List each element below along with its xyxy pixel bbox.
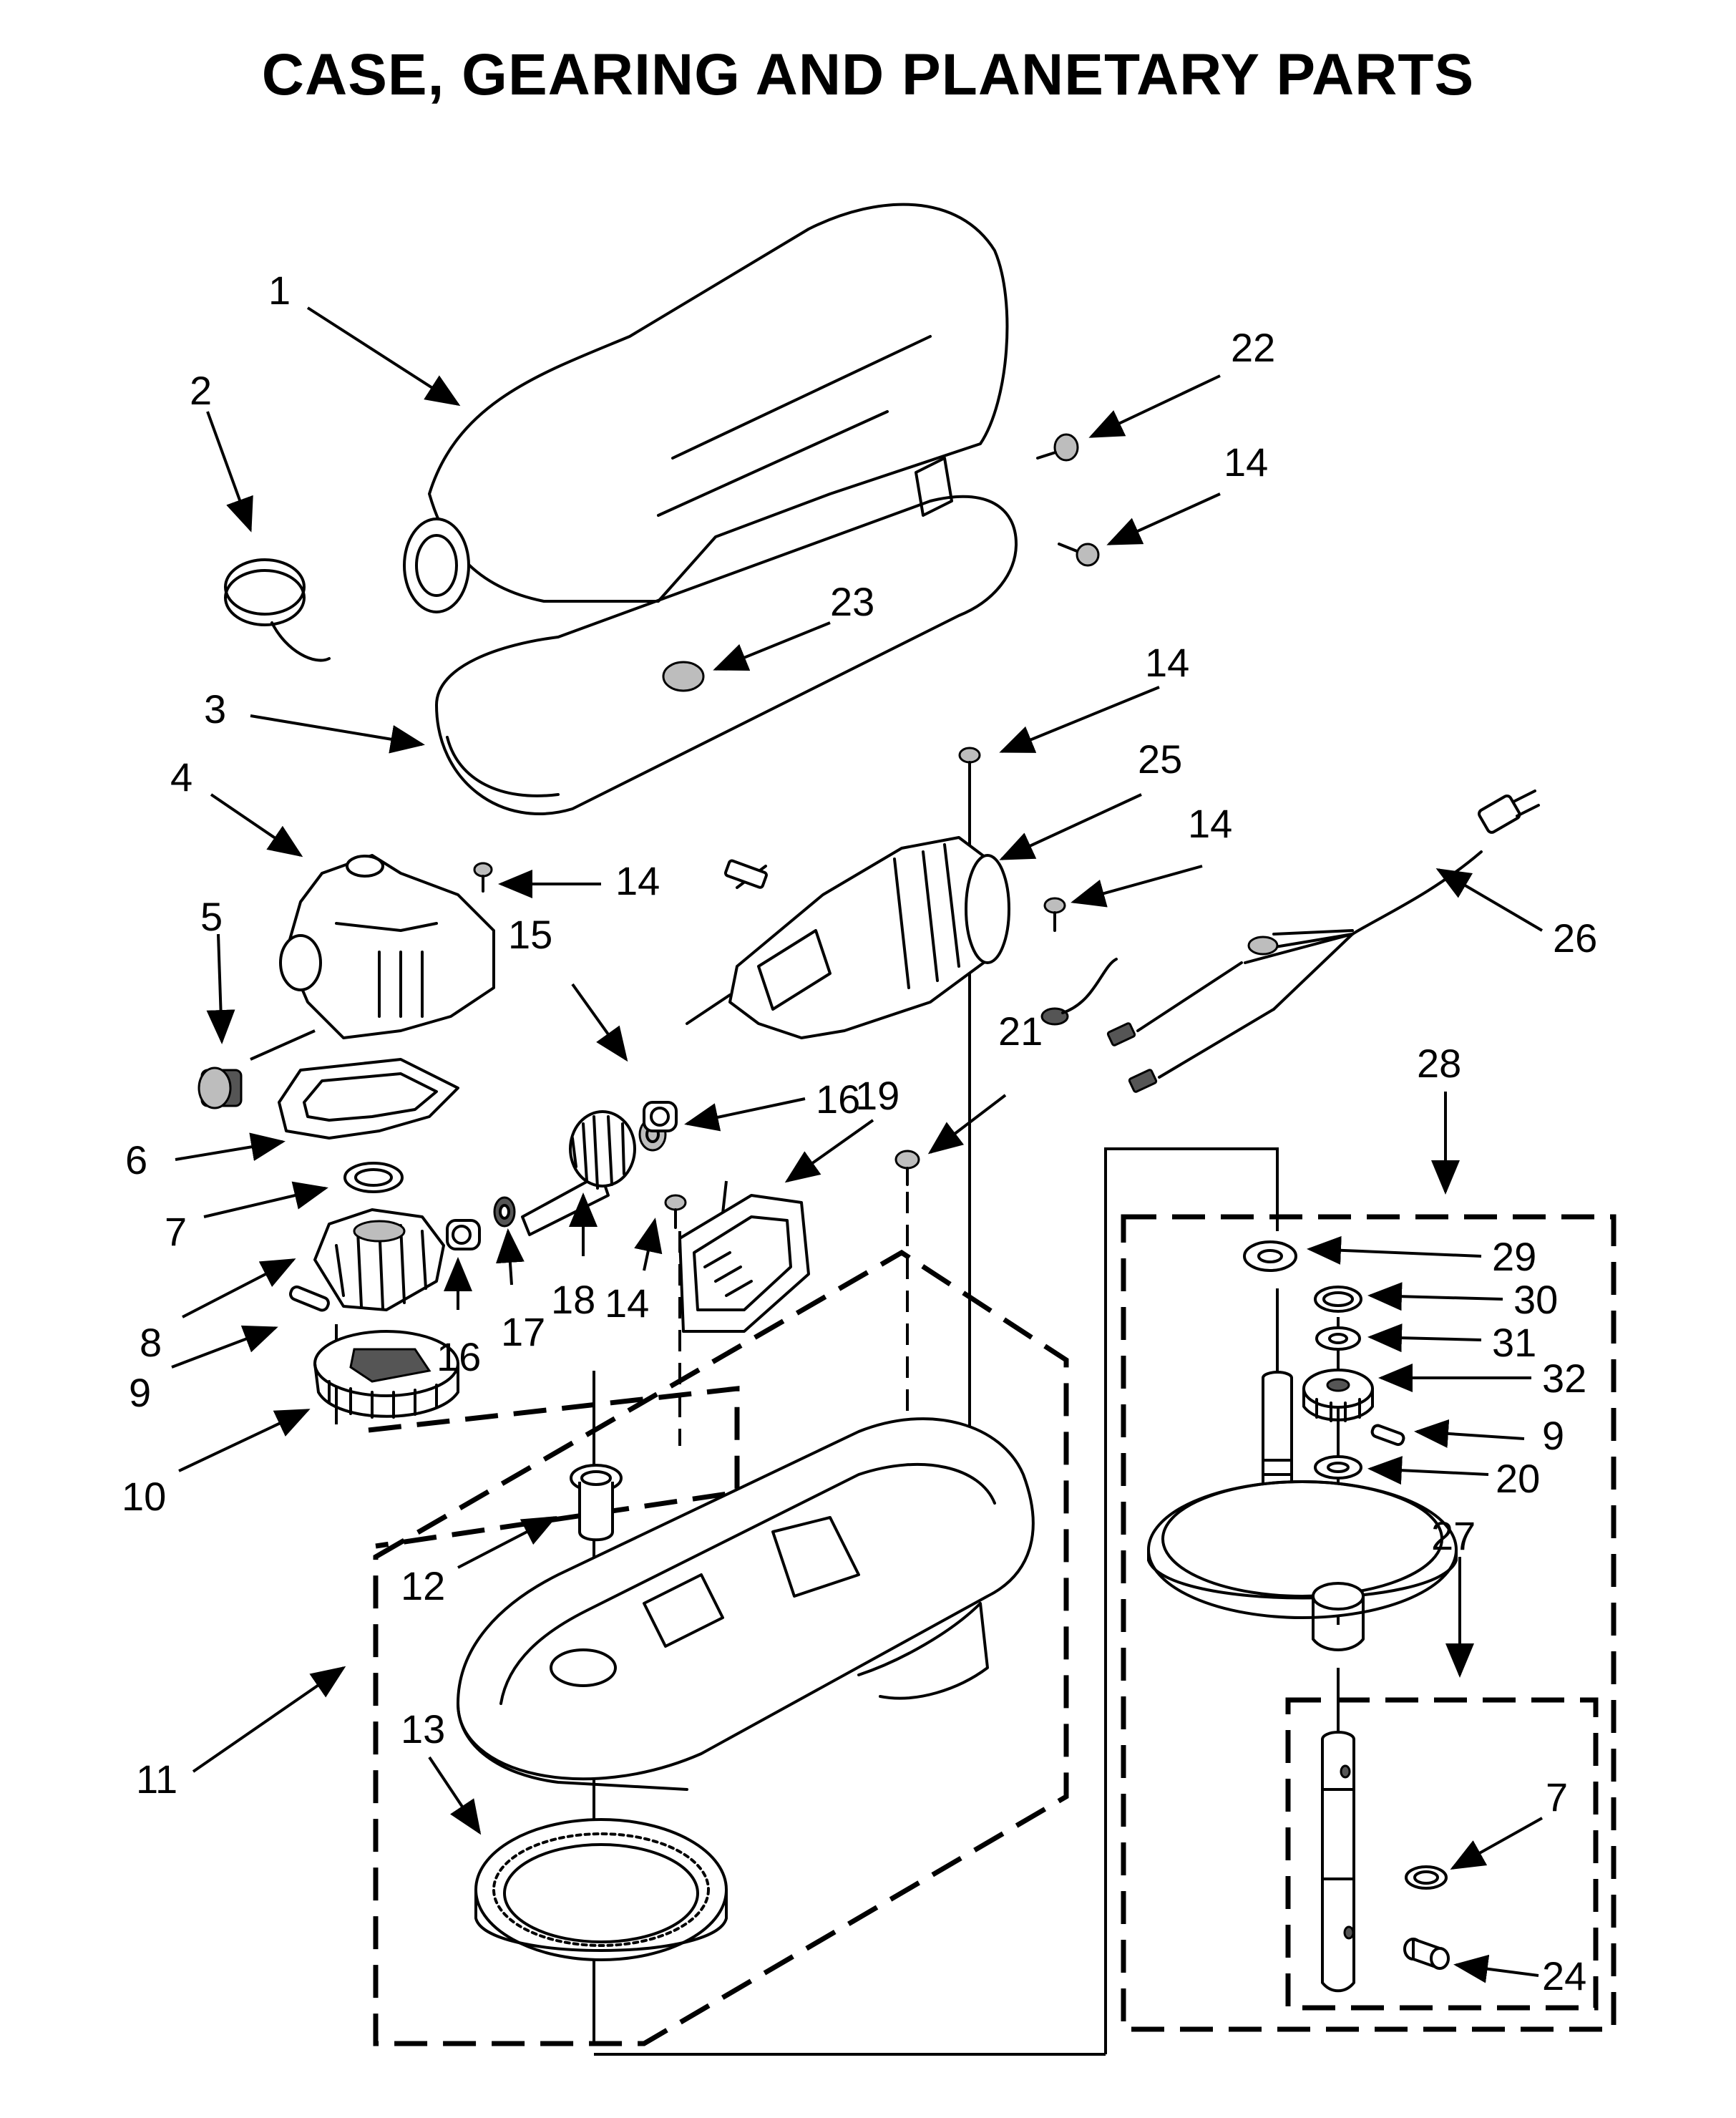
callout-30: 30 <box>1513 1277 1558 1322</box>
screw-14-d <box>1043 897 1066 932</box>
callout-23: 23 <box>830 579 874 624</box>
callout-16-upper: 16 <box>816 1077 860 1122</box>
callout-25: 25 <box>1138 737 1182 782</box>
callout-16-lower: 16 <box>437 1334 481 1379</box>
retaining-ring <box>343 1162 404 1193</box>
thrust-washer-lower <box>446 1219 481 1250</box>
screw-14-c <box>473 862 493 893</box>
callout-8: 8 <box>140 1320 162 1365</box>
gasket <box>278 1058 459 1140</box>
band-trim <box>435 495 1018 815</box>
callout-5: 5 <box>200 894 223 939</box>
callout-14-case: 14 <box>1224 439 1268 485</box>
pin-left <box>289 1285 330 1312</box>
gear-housing <box>279 854 495 1039</box>
gear-case-base <box>457 1417 1035 1791</box>
callout-4: 4 <box>170 754 192 800</box>
callout-18: 18 <box>551 1277 595 1322</box>
screw-21 <box>894 1150 920 1186</box>
callout-2: 2 <box>190 368 212 413</box>
pin-24 <box>1403 1938 1450 1970</box>
retaining-ring-7-right <box>1405 1865 1448 1890</box>
clip-23 <box>662 661 705 692</box>
beater-shaft-27 <box>1321 1731 1355 1993</box>
pin-9-right <box>1370 1424 1405 1447</box>
callout-10: 10 <box>122 1474 166 1519</box>
planetary-group-frame <box>1121 1214 1616 2032</box>
callout-15: 15 <box>508 912 552 957</box>
callout-28: 28 <box>1417 1041 1461 1086</box>
washer-29 <box>1243 1240 1297 1272</box>
callout-27: 27 <box>1431 1513 1476 1558</box>
callout-21: 21 <box>998 1009 1043 1054</box>
head-case <box>403 203 1009 613</box>
screw-14-e <box>664 1194 687 1229</box>
motor <box>686 836 1010 1039</box>
planetary-housing <box>1147 1480 1458 1651</box>
callout-11: 11 <box>136 1757 177 1802</box>
callout-32: 32 <box>1542 1356 1586 1401</box>
screw-14-a <box>1058 543 1100 567</box>
bushing <box>570 1464 623 1542</box>
control-plate <box>678 1194 810 1333</box>
callout-9-right: 9 <box>1542 1413 1564 1458</box>
follower-gear <box>313 1330 459 1419</box>
leader-lines <box>171 306 1544 1983</box>
screw-22 <box>1036 433 1079 462</box>
callout-13: 13 <box>401 1706 445 1752</box>
callout-12: 12 <box>401 1563 445 1608</box>
washer-20 <box>1314 1455 1362 1480</box>
callout-17: 17 <box>501 1309 545 1354</box>
callout-3: 3 <box>204 686 226 732</box>
callout-6: 6 <box>125 1137 147 1182</box>
retaining-ring-30 <box>1314 1286 1362 1313</box>
callout-14-motor-top: 14 <box>1145 640 1189 685</box>
callout-29: 29 <box>1492 1234 1536 1279</box>
callout-7: 7 <box>165 1209 187 1254</box>
callout-1: 1 <box>268 268 291 313</box>
plug <box>198 1067 243 1109</box>
callout-14-plate: 14 <box>605 1281 649 1326</box>
callout-9: 9 <box>129 1370 151 1415</box>
planetary-gear-32 <box>1302 1369 1374 1422</box>
callout-31: 31 <box>1492 1320 1536 1365</box>
callout-20: 20 <box>1496 1456 1540 1501</box>
ring-gear <box>474 1818 728 1961</box>
power-cord <box>1040 790 1540 1093</box>
callout-19: 19 <box>855 1073 899 1118</box>
callout-14-cord: 14 <box>1188 801 1232 846</box>
hinge-cap <box>224 558 331 662</box>
screw-14-b <box>958 747 981 782</box>
bevel-gear <box>313 1208 445 1311</box>
callout-14-housing: 14 <box>615 858 660 903</box>
callout-24: 24 <box>1542 1953 1586 1998</box>
washer-17 <box>493 1196 516 1228</box>
callout-26: 26 <box>1553 915 1597 961</box>
callout-labels: 1 2 3 4 5 6 7 8 9 10 11 12 13 14 14 14 1… <box>122 268 1597 1998</box>
washer-31 <box>1315 1326 1361 1351</box>
callout-7-right: 7 <box>1546 1774 1568 1820</box>
thrust-washer-upper <box>643 1101 678 1132</box>
callout-22: 22 <box>1231 325 1275 370</box>
page-title: CASE, GEARING AND PLANETARY PARTS <box>261 42 1475 107</box>
worm-shaft <box>521 1110 636 1236</box>
